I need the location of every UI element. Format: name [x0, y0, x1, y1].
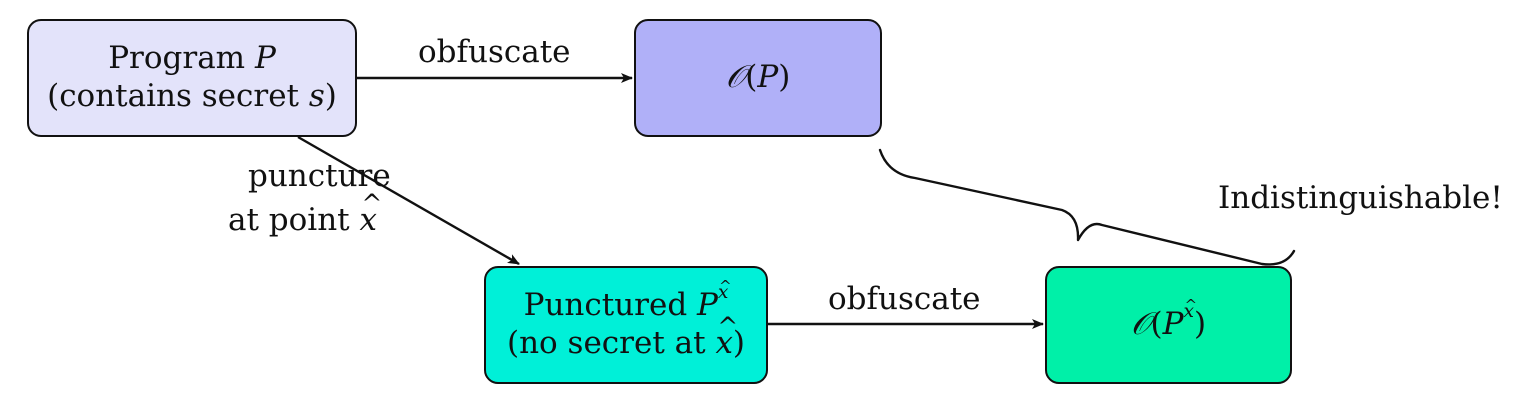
obfuscator-symbol: 𝒪: [725, 59, 746, 96]
obfuscated-var: P: [757, 59, 779, 96]
edge-label-obfuscate-bottom: obfuscate: [828, 281, 981, 317]
node-punctured-line1: Punctured Px: [523, 282, 729, 324]
punctured-point-var: x: [715, 312, 738, 363]
program-title: Program: [108, 40, 246, 77]
node-program-line1: Program P: [108, 40, 276, 78]
paren-open-2: (: [1150, 306, 1163, 343]
indistinguishable-brace: [878, 148, 1296, 266]
paren-close: ): [778, 59, 791, 96]
node-obfuscated-punctured-program: 𝒪(Px): [1045, 266, 1292, 384]
edge-label-obfuscate-top: obfuscate: [418, 34, 571, 70]
obfuscated-punctured-var: P: [1162, 306, 1184, 343]
edge-label-puncture: puncture: [248, 158, 391, 194]
punctured-subtitle: (no secret at: [506, 325, 706, 361]
secret-var: s: [308, 78, 325, 114]
node-punctured-program: Punctured Px (no secret at x): [484, 266, 768, 384]
paren-close-2: ): [1193, 306, 1207, 343]
edge-label-puncture-point-text: at point: [228, 202, 350, 238]
program-subtitle: (contains secret: [47, 78, 299, 114]
arrow-puncture: [297, 135, 520, 266]
edge-label-puncture-var: x: [360, 189, 383, 239]
node-program-line2: (contains secret s): [47, 78, 337, 116]
brace-label-indistinguishable: Indistinguishable!: [1218, 180, 1503, 216]
paren-open: (: [745, 59, 758, 96]
node-obfuscated-program: 𝒪(P): [634, 19, 882, 137]
node-program: Program P (contains secret s): [27, 19, 357, 137]
program-var: P: [254, 40, 276, 77]
program-subtitle-close: ): [324, 78, 337, 114]
punctured-var: P: [697, 287, 718, 324]
node-punctured-line2: (no secret at x): [506, 312, 745, 363]
obfuscator-symbol-2: 𝒪: [1130, 306, 1151, 343]
obfuscated-punctured-expr: 𝒪(Px): [1130, 301, 1207, 343]
obfuscated-program-expr: 𝒪(P): [726, 59, 791, 97]
punctured-title: Punctured: [523, 287, 688, 324]
edge-label-puncture-point: at point x: [228, 189, 383, 239]
